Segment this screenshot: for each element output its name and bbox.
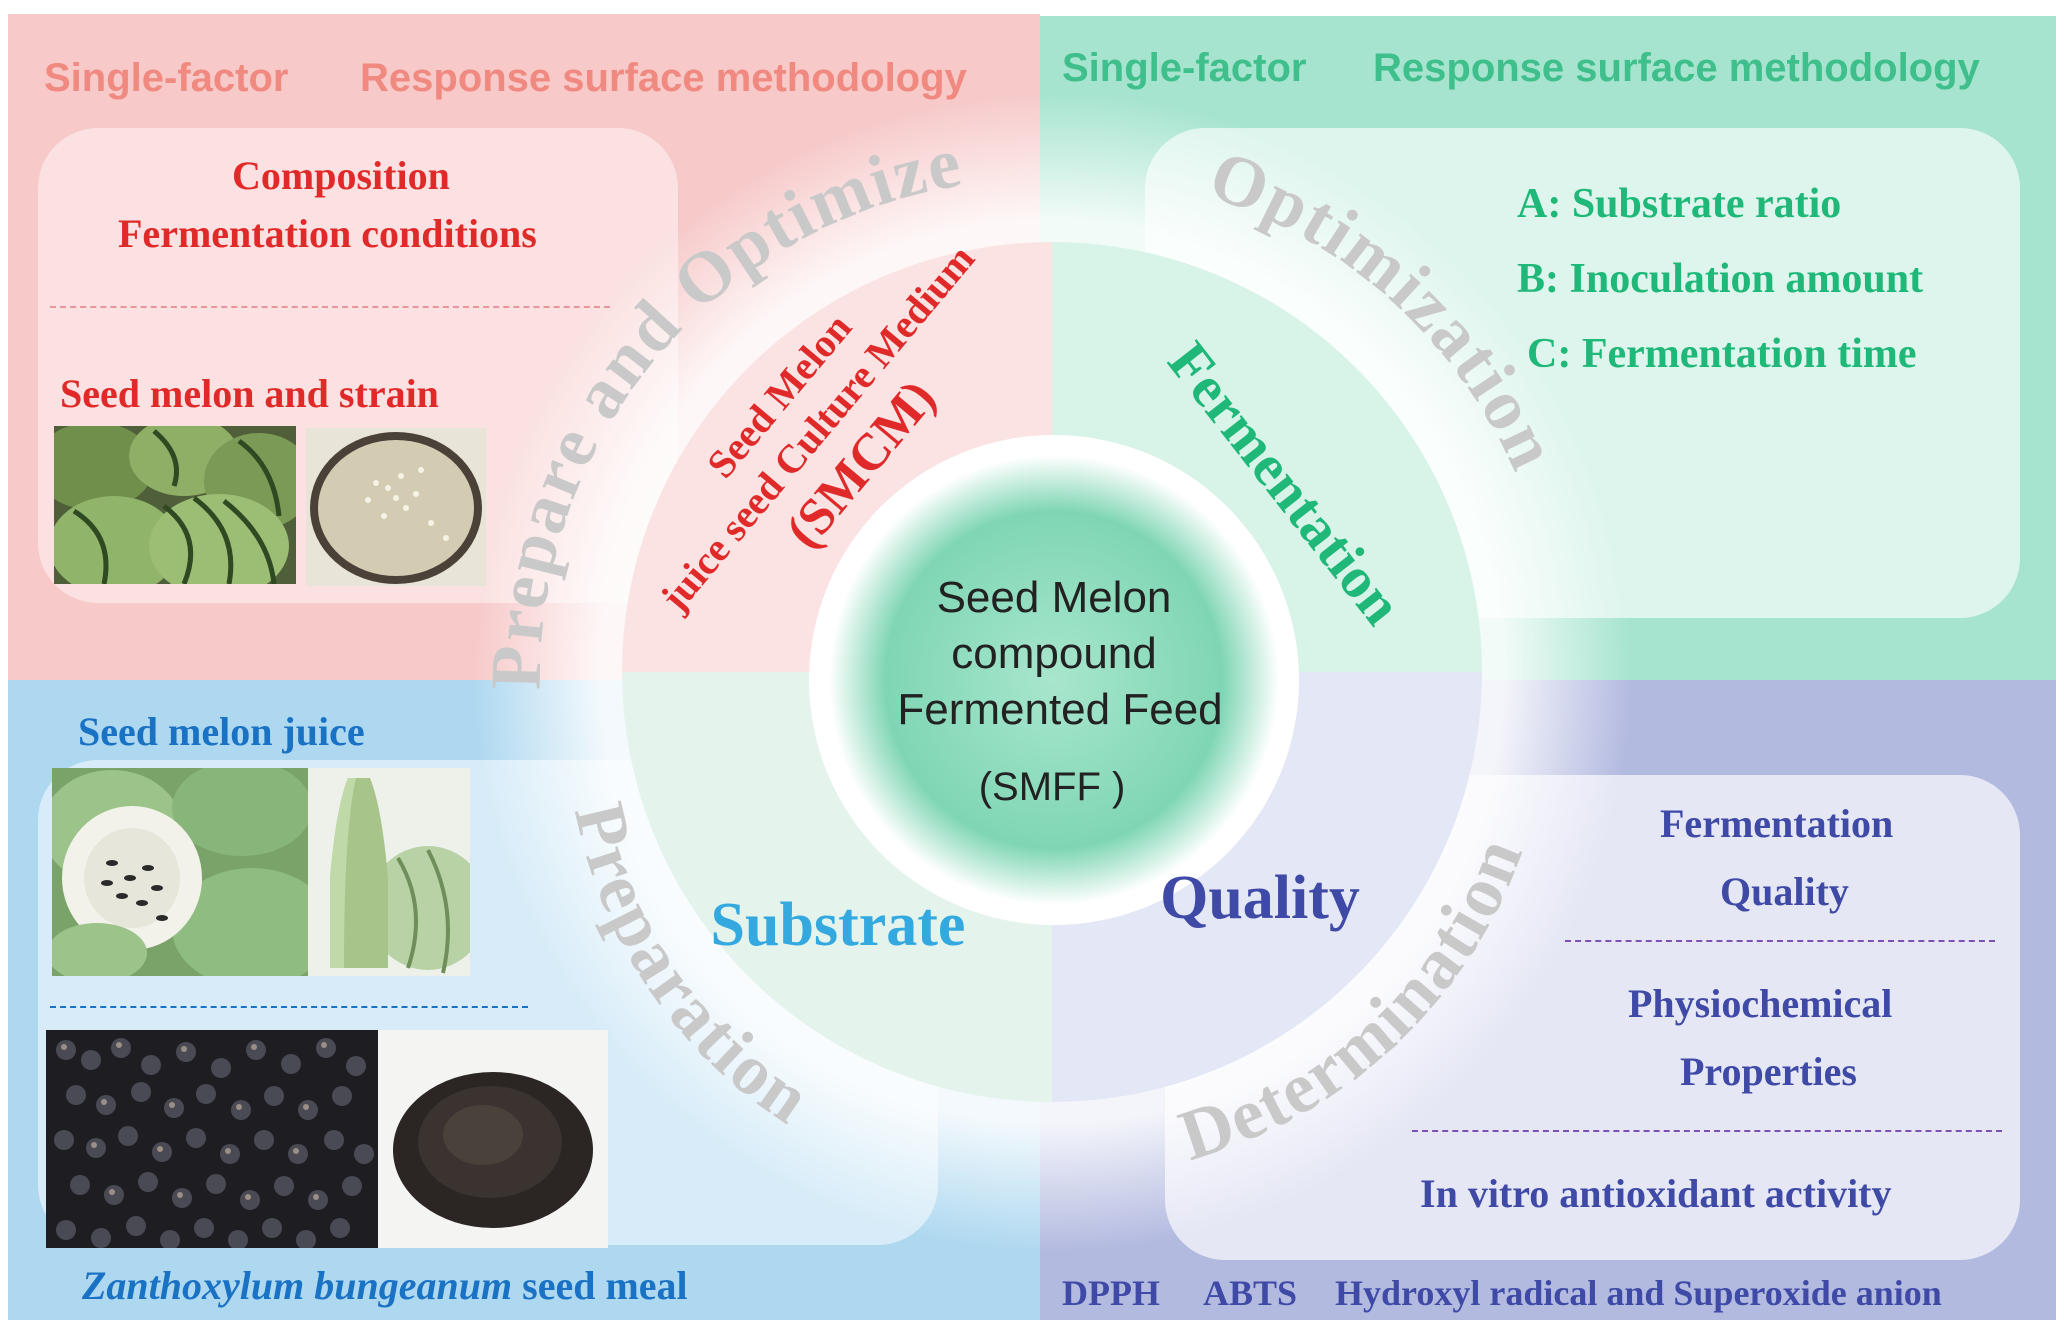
tr-factor-a: A: Substrate ratio (1517, 181, 1842, 227)
center-line-1: Seed Melon (937, 573, 1172, 622)
petri-dish-photo (306, 428, 486, 586)
inner-quality: Quality (1160, 864, 1360, 932)
tr-factor-c: C: Fermentation time (1527, 331, 1917, 377)
br-quality: Quality (1720, 869, 1849, 914)
br-properties: Properties (1680, 1049, 1857, 1094)
br-divider-1 (1565, 940, 1995, 942)
powder-photo (378, 1030, 608, 1248)
bl-seed-melon-juice: Seed melon juice (78, 709, 365, 754)
br-radicals: Hydroxyl radical and Superoxide anion (1335, 1273, 1942, 1313)
tr-single-factor: Single-factor (1062, 46, 1307, 90)
tl-conditions: Fermentation conditions (118, 211, 537, 256)
br-dpph: DPPH (1062, 1273, 1160, 1313)
br-fermentation: Fermentation (1660, 801, 1894, 846)
bl-divider (50, 1006, 528, 1008)
tl-single-factor: Single-factor (44, 56, 289, 100)
watermelon-photo (54, 426, 296, 584)
seed-meal-photo (46, 1030, 378, 1248)
center-line-3: Fermented Feed (897, 685, 1222, 734)
tl-seed-melon-strain: Seed melon and strain (60, 371, 439, 416)
br-antioxidant: In vitro antioxidant activity (1420, 1171, 1892, 1216)
tl-rsm: Response surface methodology (360, 56, 967, 100)
tl-composition: Composition (232, 153, 450, 198)
center-disc (829, 455, 1279, 905)
tr-rsm: Response surface methodology (1373, 46, 1980, 90)
juice-bottle-photo (308, 768, 470, 976)
bl-seed-meal-rest: seed meal (512, 1263, 688, 1308)
br-abts: ABTS (1203, 1273, 1298, 1313)
br-divider-2 (1412, 1130, 2002, 1132)
center-abbr: (SMFF ) (979, 765, 1126, 809)
tl-divider (50, 306, 610, 308)
tr-factor-b: B: Inoculation amount (1517, 256, 1924, 302)
bl-seed-meal: Zanthoxylum bungeanum seed meal (82, 1262, 688, 1309)
inner-substrate: Substrate (711, 891, 966, 959)
center-line-2: compound (951, 629, 1156, 678)
bl-seed-meal-italic: Zanthoxylum bungeanum (82, 1263, 513, 1308)
melon-juice-photo (52, 768, 308, 976)
br-physiochemical: Physiochemical (1628, 981, 1893, 1026)
